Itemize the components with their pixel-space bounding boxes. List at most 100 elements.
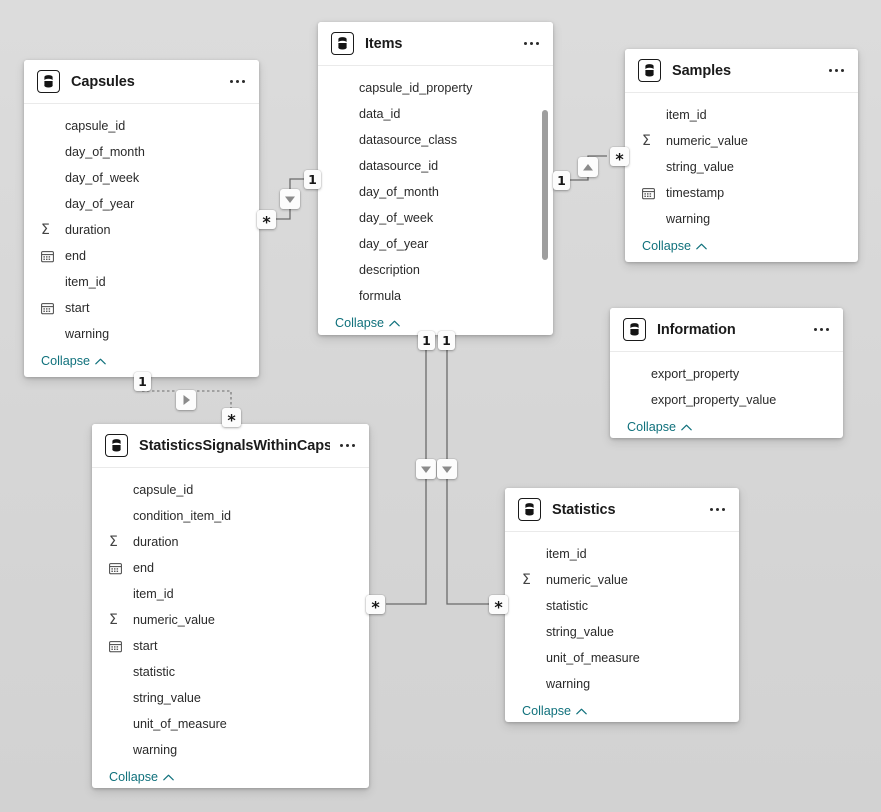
- collapse-link-items[interactable]: Collapse: [318, 309, 553, 335]
- field-row[interactable]: start: [92, 633, 369, 659]
- field-row[interactable]: start: [24, 295, 259, 321]
- field-row[interactable]: warning: [92, 737, 369, 763]
- field-row[interactable]: day_of_year: [24, 191, 259, 217]
- field-label: item_id: [65, 275, 106, 289]
- field-row[interactable]: item_id: [24, 269, 259, 295]
- field-label: formula: [359, 289, 401, 303]
- field-row[interactable]: capsule_id: [92, 477, 369, 503]
- chevron-up-icon: [696, 237, 707, 255]
- cross-filter-arrow-up-icon[interactable]: [578, 157, 598, 177]
- collapse-link-information[interactable]: Collapse: [610, 413, 843, 438]
- field-row[interactable]: day_of_week: [24, 165, 259, 191]
- field-label: string_value: [133, 691, 201, 705]
- field-row[interactable]: capsule_id: [24, 113, 259, 139]
- table-header-items[interactable]: Items: [318, 22, 553, 66]
- ellipsis-icon[interactable]: [708, 504, 727, 515]
- vertical-scrollbar[interactable]: [542, 70, 548, 331]
- ellipsis-icon[interactable]: [228, 76, 247, 87]
- field-row[interactable]: string_value: [505, 619, 739, 645]
- table-header-information[interactable]: Information: [610, 308, 843, 352]
- field-list-items: capsule_id_property data_id datasource_cla…: [318, 66, 553, 335]
- ellipsis-icon[interactable]: [338, 440, 357, 451]
- cardinality-one-badge: 1: [553, 171, 570, 190]
- field-label: numeric_value: [546, 573, 628, 587]
- field-row[interactable]: warning: [505, 671, 739, 697]
- field-label: statistic: [546, 599, 588, 613]
- field-row[interactable]: day_of_month: [24, 139, 259, 165]
- field-row[interactable]: item_id: [625, 102, 858, 128]
- field-row[interactable]: end: [24, 243, 259, 269]
- chevron-up-icon: [681, 418, 692, 436]
- field-row[interactable]: string_value: [92, 685, 369, 711]
- cardinality-many-badge: *: [257, 210, 276, 230]
- cross-filter-arrow-down-icon[interactable]: [437, 459, 457, 479]
- cross-filter-arrow-right-icon[interactable]: [176, 390, 196, 410]
- field-row[interactable]: end: [92, 555, 369, 581]
- cross-filter-arrow-down-icon[interactable]: [280, 189, 300, 209]
- chevron-up-icon: [389, 314, 400, 332]
- field-label: numeric_value: [666, 134, 748, 148]
- table-card-statistics_signals_within_capsules[interactable]: StatisticsSignalsWithinCapsules capsule_i…: [92, 424, 369, 788]
- scrollbar-thumb[interactable]: [542, 110, 548, 260]
- field-row[interactable]: day_of_week: [318, 205, 553, 231]
- field-row[interactable]: datasource_class: [318, 127, 553, 153]
- field-row[interactable]: statistic: [505, 593, 739, 619]
- ellipsis-icon[interactable]: [827, 65, 846, 76]
- field-label: numeric_value: [133, 613, 215, 627]
- field-label: datasource_class: [359, 133, 458, 147]
- field-row[interactable]: unit_of_measure: [505, 645, 739, 671]
- field-row[interactable]: warning: [24, 321, 259, 347]
- field-row[interactable]: timestamp: [625, 180, 858, 206]
- field-row[interactable]: data_id: [318, 101, 553, 127]
- field-row[interactable]: description: [318, 257, 553, 283]
- ellipsis-icon[interactable]: [812, 324, 831, 335]
- field-label: item_id: [546, 547, 587, 561]
- table-header-capsules[interactable]: Capsules: [24, 60, 259, 104]
- field-row[interactable]: export_property_value: [610, 387, 843, 413]
- field-row[interactable]: item_id: [505, 541, 739, 567]
- calendar-icon: [41, 302, 58, 315]
- field-row[interactable]: warning: [625, 206, 858, 232]
- field-row[interactable]: day_of_month: [318, 179, 553, 205]
- collapse-link-samples[interactable]: Collapse: [625, 232, 858, 260]
- field-label: warning: [133, 743, 178, 757]
- field-label: unit_of_measure: [133, 717, 227, 731]
- table-card-items[interactable]: Items capsule_id_property data_id datasourc…: [318, 22, 553, 335]
- cardinality-many-badge: *: [610, 147, 629, 167]
- cross-filter-arrow-down-icon[interactable]: [416, 459, 436, 479]
- table-header-statistics[interactable]: Statistics: [505, 488, 739, 532]
- field-row[interactable]: unit_of_measure: [92, 711, 369, 737]
- table-header-statistics_signals_within_capsules[interactable]: StatisticsSignalsWithinCapsules: [92, 424, 369, 468]
- collapse-link-capsules[interactable]: Collapse: [24, 347, 259, 375]
- field-label: duration: [65, 223, 111, 237]
- table-header-samples[interactable]: Samples: [625, 49, 858, 93]
- collapse-link-statistics[interactable]: Collapse: [505, 697, 739, 722]
- table-title: Capsules: [71, 73, 135, 90]
- field-row[interactable]: item_id: [92, 581, 369, 607]
- table-title: StatisticsSignalsWithinCapsules: [139, 437, 330, 454]
- field-row[interactable]: condition_item_id: [92, 503, 369, 529]
- database-icon: [638, 59, 661, 82]
- ellipsis-icon[interactable]: [522, 38, 541, 49]
- field-row[interactable]: formula: [318, 283, 553, 309]
- field-row[interactable]: statistic: [92, 659, 369, 685]
- field-row[interactable]: string_value: [625, 154, 858, 180]
- field-label: end: [65, 249, 87, 263]
- field-row[interactable]: capsule_id_property: [318, 75, 553, 101]
- field-label: capsule_id_property: [359, 81, 473, 95]
- field-row[interactable]: day_of_year: [318, 231, 553, 257]
- field-row[interactable]: datasource_id: [318, 153, 553, 179]
- field-row[interactable]: export_property: [610, 361, 843, 387]
- collapse-link-statistics_signals_within_capsules[interactable]: Collapse: [92, 763, 369, 788]
